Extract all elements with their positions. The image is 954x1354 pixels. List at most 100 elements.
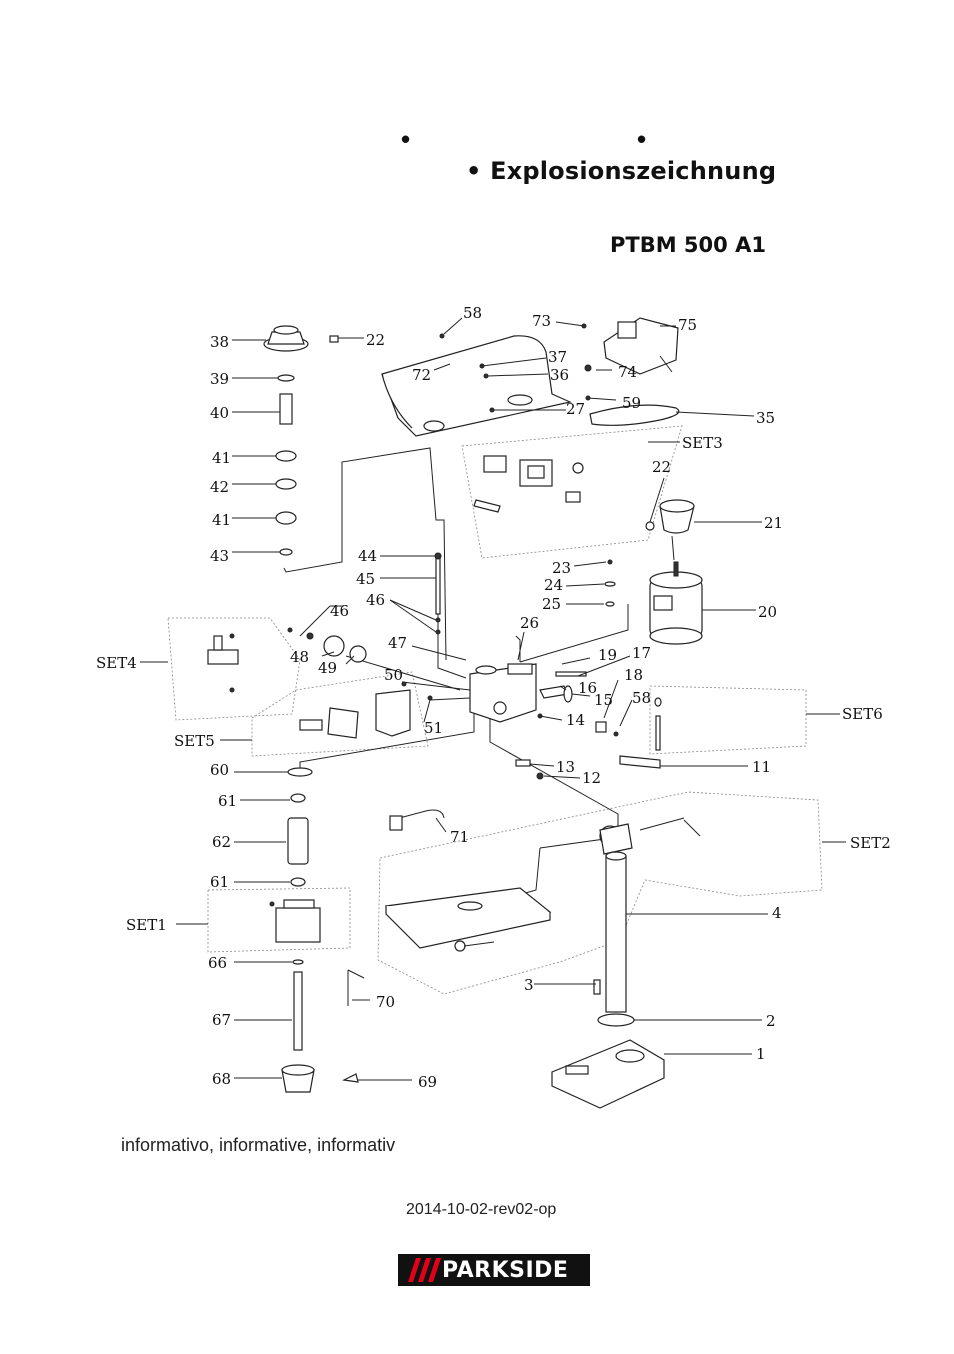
assembly-wire-left [283,447,447,661]
part-61-bearing [290,793,306,803]
label-25: 25 [542,595,561,613]
label-67: 67 [212,1011,231,1029]
leader-lines [140,317,846,1081]
part-35-belt [589,404,680,426]
label-27: 27 [566,400,585,418]
label-15: 15 [594,691,613,709]
part-18-block [595,721,607,733]
label-13: 13 [556,758,575,776]
set4-boundary [167,617,301,721]
part-49-gear [349,645,367,663]
part-13-spring [515,759,531,767]
set1-boundary [207,887,351,953]
part-2-flange [597,1013,635,1027]
motor-wire [519,604,629,663]
part-71-plug [389,815,403,831]
part-36-washer [483,373,489,379]
label-58: 58 [463,304,482,322]
label-set5: SET5 [174,732,215,750]
table-wire-2 [521,847,541,895]
part-46-nut [435,617,441,623]
label-1: 1 [756,1045,766,1063]
part-46-nut-b [435,629,441,635]
label-47: 47 [388,634,407,652]
column-wire [489,714,619,826]
part-1-base [551,1039,665,1109]
wire-50 [401,681,471,691]
part-71-cable [391,809,445,821]
label-61b: 61 [210,873,229,891]
label-58b: 58 [632,689,651,707]
wire-49 [345,655,461,691]
part-68-chuck [281,1064,315,1093]
part-74-nut [584,364,592,372]
part-27-latch [489,407,495,413]
part-39-washer [277,374,295,382]
label-46a: 46 [330,602,349,620]
label-44: 44 [358,547,377,565]
label-set3: SET3 [682,434,723,452]
label-73: 73 [532,312,551,330]
part-46-screw-b [306,632,314,640]
label-42: 42 [210,478,229,496]
revision-code: 2014-10-02-rev02-op [406,1201,557,1218]
part-19-pin [555,671,587,677]
head-wire [515,635,521,662]
label-59: 59 [622,394,641,412]
label-50: 50 [384,666,403,684]
label-11: 11 [752,758,771,776]
part-3-bolt [593,979,601,995]
label-62: 62 [212,833,231,851]
logo-brand-text: PARKSIDE [442,1258,569,1283]
label-40: 40 [210,404,229,422]
label-12: 12 [582,769,601,787]
part-23-bolt [607,559,613,565]
label-43: 43 [210,547,229,565]
part-70-hexkey [347,969,365,1006]
label-60: 60 [210,761,229,779]
part-41-bearing-b [275,511,297,525]
label-set6: SET6 [842,705,883,723]
part-40-shaft [279,393,293,425]
set3-switch-parts [473,455,584,513]
part-43-circlip [279,548,293,556]
set4-parts [207,633,239,693]
part-25-nut [605,601,615,607]
label-35: 35 [756,409,775,427]
parkside-logo: PARKSIDE [398,1254,590,1286]
part-58-screw-b [613,731,619,737]
part-61-bearing-b [290,877,306,887]
part-67-spindle [293,971,303,1051]
label-22b: 22 [652,458,671,476]
label-39: 39 [210,370,229,388]
label-16: 16 [578,679,597,697]
wire-45 [437,614,467,679]
part-22-setscrew [645,521,655,531]
part-12-nut [536,772,544,780]
label-24: 24 [544,576,563,594]
label-48: 48 [290,648,309,666]
part-45-rod [435,553,441,615]
part-21-motor-pulley [659,499,695,534]
label-69: 69 [418,1073,437,1091]
label-18: 18 [624,666,643,684]
set2-boundary [377,791,823,995]
part-41-bearing [275,450,297,462]
part-46-screw [287,627,293,633]
part-15-knob [563,685,573,703]
set3-boundary [461,425,683,559]
label-61: 61 [218,792,237,810]
label-14: 14 [566,711,585,729]
label-26: 26 [520,614,539,632]
part-4-column [605,855,627,1013]
wire-51 [429,697,471,701]
set5-parts [299,689,411,739]
set1-parts [269,899,321,943]
part-58-screw [439,333,445,339]
part-48-hub [323,635,345,657]
part-62-quill [287,817,309,865]
label-75: 75 [678,316,697,334]
label-23: 23 [552,559,571,577]
label-36: 36 [550,366,569,384]
